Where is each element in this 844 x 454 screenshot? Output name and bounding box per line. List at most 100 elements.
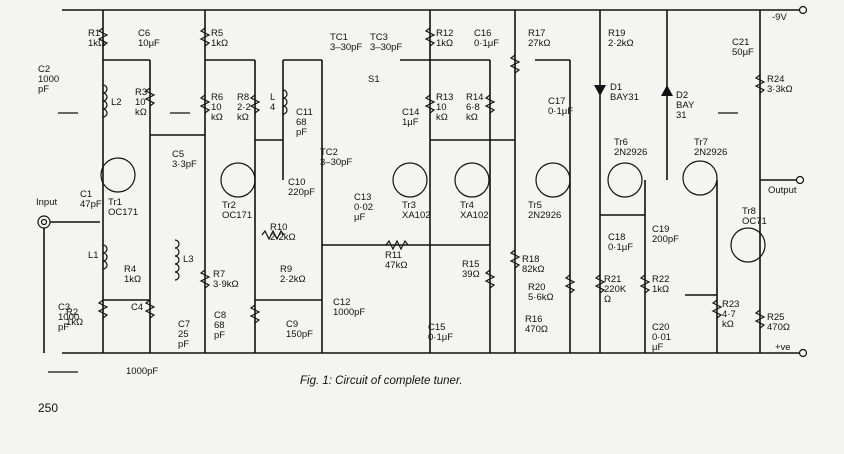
label-line: C7 (178, 319, 190, 330)
label-line: 0·1μF (608, 242, 633, 253)
diode-d2 (661, 85, 673, 96)
negative-terminal (798, 5, 808, 15)
label-line: R24 (767, 74, 784, 85)
label-line: 6·8 (466, 102, 480, 113)
label-line: 220K (604, 284, 627, 295)
label-line: C9 (286, 319, 298, 330)
label-line: 3·3kΩ (767, 84, 793, 95)
label-line: C3 (58, 302, 70, 313)
label-line: 82kΩ (522, 264, 544, 275)
label-line: C1 (80, 189, 92, 200)
label-line: C15 (428, 322, 445, 333)
label-line: 25 (178, 329, 189, 340)
label-line: 1kΩ (652, 284, 669, 295)
label-line: R22 (652, 274, 669, 285)
label-line: C6 (138, 28, 150, 39)
label-line: XA102 (460, 210, 489, 221)
label-line: Tr5 (528, 200, 542, 211)
label-c4: C4 (131, 302, 143, 313)
label-l1: L1 (88, 250, 99, 261)
page-number: 250 (38, 401, 58, 415)
input-label: Input (36, 197, 57, 208)
label-line: 0·1μF (474, 38, 499, 49)
label-line: pF (38, 84, 49, 95)
label-line: Tr4 (460, 200, 474, 211)
label-line: 0·1μF (428, 332, 453, 343)
label-line: kΩ (466, 112, 478, 123)
label-line: 68 (296, 117, 307, 128)
label-line: 200pF (652, 234, 679, 245)
coils (102, 84, 288, 281)
input-socket (37, 215, 51, 229)
label-line: C20 (652, 322, 669, 333)
label-line: L (270, 92, 275, 103)
label-line: TC2 (320, 147, 338, 158)
label-line: OC171 (222, 210, 252, 221)
label-line: 2·2 (237, 102, 251, 113)
label-line: 470Ω (767, 322, 790, 333)
label-line: C4 (131, 302, 143, 313)
label-line: R5 (211, 28, 223, 39)
label-line: 0·02 (354, 202, 373, 213)
label-line: OC71 (742, 216, 767, 227)
label-line: C8 (214, 310, 226, 321)
label-line: R20 (528, 282, 545, 293)
label-line: S1 (368, 74, 380, 85)
label-line: C16 (474, 28, 491, 39)
label-line: 1000 (38, 74, 59, 85)
label-line: D2 (676, 90, 688, 101)
label-line: R16 (525, 314, 542, 325)
label-line: 10 (436, 102, 447, 113)
figure-caption: Fig. 1: Circuit of complete tuner. (300, 375, 463, 387)
label-line: 470Ω (525, 324, 548, 335)
label-line: pF (58, 322, 69, 333)
label-line: Tr2 (222, 200, 236, 211)
label-line: 2N2926 (694, 147, 727, 158)
label-line: μF (354, 212, 365, 223)
label-line: R12 (436, 28, 453, 39)
label-line: 3·9kΩ (213, 279, 239, 290)
label-line: C14 (402, 107, 419, 118)
label-line: L1 (88, 250, 99, 261)
label-line: 3–30pF (370, 42, 402, 53)
label-line: 1μF (402, 117, 419, 128)
label-line: R17 (528, 28, 545, 39)
resistors (97, 27, 766, 329)
label-line: 10 (135, 97, 146, 108)
label-line: 50μF (732, 47, 754, 58)
label-line: C13 (354, 192, 371, 203)
negative-rail-label: -9V (772, 12, 787, 23)
label-line: pF (214, 330, 225, 341)
ground-symbols (48, 112, 738, 373)
label-line: C11 (296, 107, 313, 118)
label-line: R13 (436, 92, 453, 103)
label-line: Tr7 (694, 137, 708, 148)
